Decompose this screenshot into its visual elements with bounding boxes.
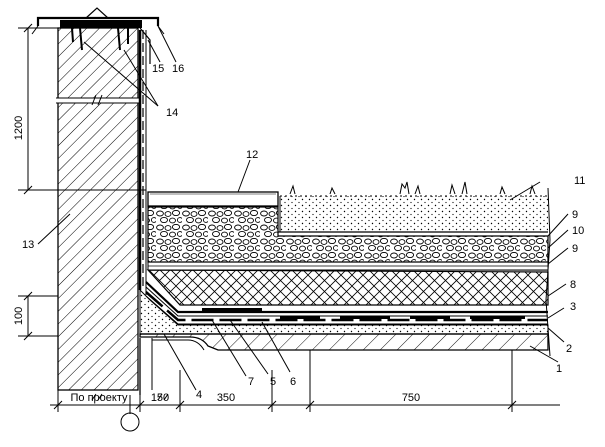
dim-350: 350	[217, 392, 235, 404]
callout-13: 13	[22, 239, 34, 251]
callout-12: 12	[246, 149, 258, 161]
callout-4: 4	[196, 389, 202, 401]
callout-8: 8	[570, 279, 576, 291]
dim-100: 100	[13, 307, 25, 325]
callout-11: 11	[574, 175, 585, 187]
parapet-wall	[56, 27, 140, 391]
callout-labels: 1 2 3 4 5 6 7 8 9 9 10 11 12 13 14 15 16	[22, 63, 585, 401]
soil-vegetation-layer	[279, 181, 548, 232]
dim-150: 150	[151, 392, 169, 404]
insulation-layer	[146, 269, 549, 306]
callout-10: 10	[572, 225, 584, 237]
edge-paving-slab	[147, 191, 279, 207]
callout-6: 6	[290, 376, 296, 388]
callout-9-lower: 9	[572, 243, 578, 255]
roof-slab	[139, 333, 549, 395]
wall-waterproofing-upstand	[138, 30, 147, 295]
dim-1200: 1200	[13, 116, 25, 140]
callout-1: 1	[556, 363, 562, 375]
callout-3: 3	[570, 301, 576, 313]
callout-15: 15	[152, 63, 164, 75]
membrane-layers	[145, 281, 548, 325]
callout-7: 7	[248, 376, 254, 388]
dimension-labels: 1200 100 По проекту 150 350 750	[13, 116, 420, 404]
callout-14: 14	[166, 107, 178, 119]
leader-lines	[37, 25, 569, 391]
dim-project: По проекту	[71, 392, 128, 404]
callout-9-upper: 9	[572, 209, 578, 221]
callout-2: 2	[566, 343, 572, 355]
dim-750: 750	[402, 392, 420, 404]
callout-5: 5	[270, 376, 276, 388]
callout-16: 16	[172, 63, 184, 75]
dimension-lines	[18, 23, 560, 432]
